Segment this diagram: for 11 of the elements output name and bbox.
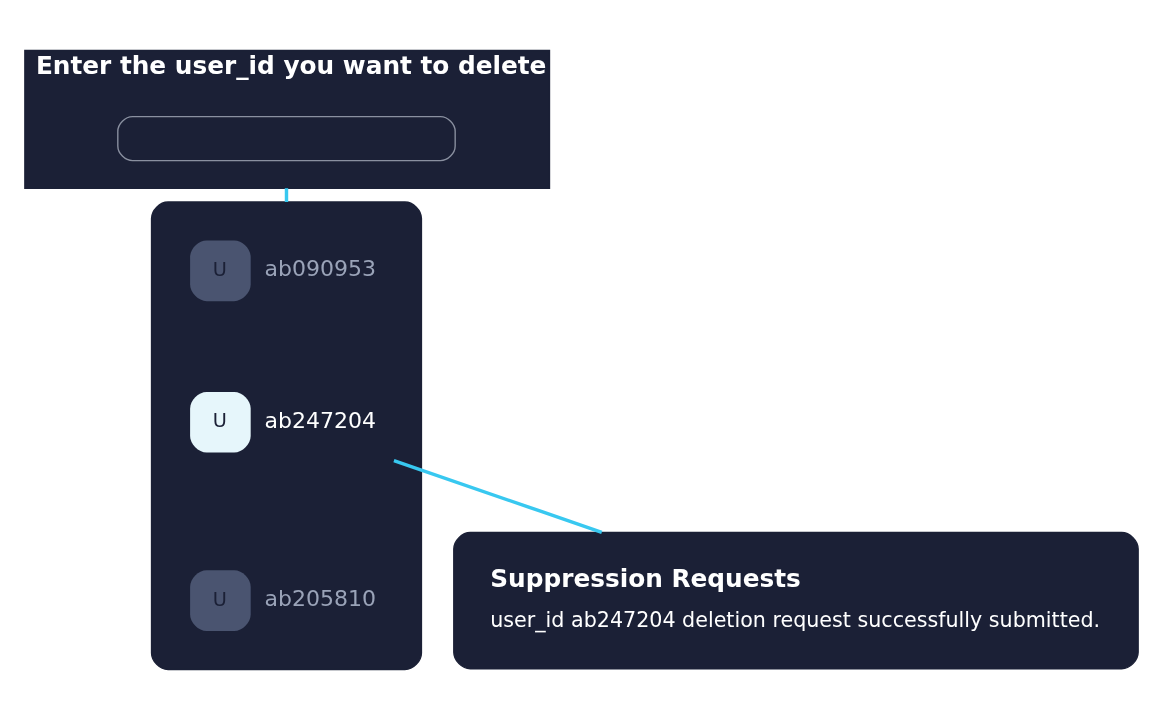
node-box: U — [190, 392, 251, 453]
connector — [393, 459, 603, 534]
node-label: ab247204 — [264, 407, 376, 433]
cluster: Enter the user_id you want to delete — [24, 49, 551, 189]
cluster — [150, 201, 423, 671]
node-box: Suppression Requests user_id ab247204 deletion request successfully submitted. — [453, 531, 1139, 670]
node-box: U — [190, 240, 251, 302]
node-box: U — [190, 570, 251, 631]
node-label: ab205810 — [264, 585, 376, 611]
node-box — [117, 115, 456, 162]
node-label: ab090953 — [264, 256, 376, 282]
